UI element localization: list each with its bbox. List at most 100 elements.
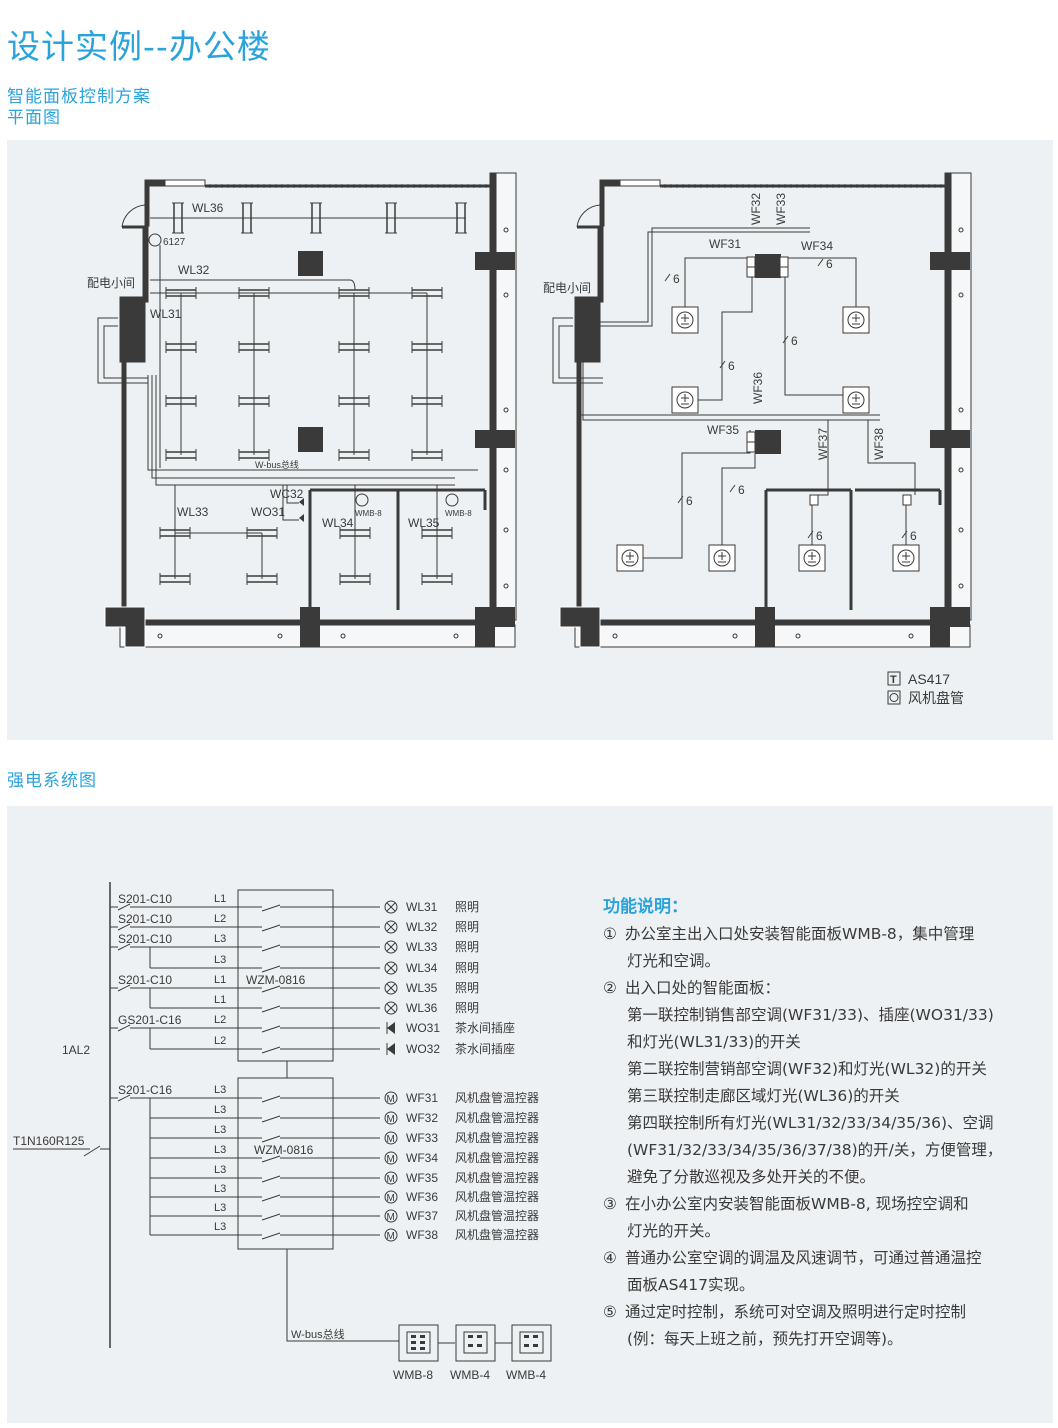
function-text: 第三联控制走廊区域灯光(WL36)的开关 [627, 1087, 900, 1105]
panel-label: WMB-4 [450, 1368, 490, 1382]
lamp-icon [386, 922, 396, 932]
function-text: 和灯光(WL31/33)的开关 [627, 1033, 801, 1051]
circuit-desc: 照明 [455, 961, 479, 975]
circuit-id: WL36 [406, 1001, 438, 1015]
relay-contact-icon [261, 965, 281, 973]
wire-count-tick [719, 360, 726, 369]
panel-key [533, 1335, 538, 1338]
module-1-label: WZM-0816 [246, 973, 306, 987]
item-number: ① [603, 925, 617, 943]
phase-label: L1 [214, 893, 226, 905]
circuit-id: WF38 [406, 1228, 438, 1242]
circuit-desc: 风机盘管温控器 [455, 1227, 539, 1242]
lamp-icon [384, 900, 398, 914]
column [930, 430, 970, 448]
relay-contact-icon [261, 1213, 281, 1221]
panel-key [533, 1344, 538, 1347]
function-text: 出入口处的智能面板： [625, 979, 781, 997]
panel-key [411, 1335, 416, 1338]
function-text: 第四联控制所有灯光(WL31/32/33/34/35/36)、空调 [627, 1114, 994, 1132]
socket-icon [299, 498, 304, 522]
door-swing [576, 204, 601, 228]
wmb-8-panel-icon [355, 493, 369, 507]
structural-column [298, 427, 323, 452]
wire-count-label: 6 [910, 529, 917, 543]
breaker-label: S201-C16 [118, 1083, 172, 1097]
breaker-label: S201-C10 [118, 892, 172, 906]
column-marker [503, 527, 509, 533]
breaker-icon [117, 1094, 131, 1102]
wbus-line [600, 227, 810, 327]
circuit-id: WO31 [406, 1021, 440, 1035]
wire [684, 257, 750, 307]
wire-count-tick [901, 530, 908, 539]
wire [643, 430, 751, 559]
column-marker [503, 227, 509, 233]
column-marker [958, 407, 964, 413]
function-line: 灯光和空调。 [603, 948, 1043, 975]
feeder-breaker-label: T1N160R125 [13, 1134, 85, 1148]
phase-label: L3 [214, 1221, 226, 1233]
plan2-label: WF32 [749, 193, 763, 225]
function-text: 面板AS417实现。 [627, 1276, 755, 1294]
lamp-icon [384, 981, 398, 995]
circuit-desc: 风机盘管温控器 [455, 1090, 539, 1105]
fan-coil-legend-icon [889, 693, 899, 702]
wbus-label: W-bus总线 [291, 1327, 345, 1341]
thermostat-t-icon [746, 256, 756, 268]
wire [698, 266, 753, 401]
wire [784, 257, 857, 307]
phase-label: L3 [214, 933, 226, 945]
motor-icon [384, 1171, 398, 1185]
column-marker [503, 407, 509, 413]
plan1-label: WO31 [251, 505, 285, 519]
lamp-icon [384, 940, 398, 954]
function-text: (例：每天上班之前，预先打开空调等)。 [627, 1330, 903, 1348]
function-line: 第一联控制销售部空调(WF31/33)、插座(WO31/33) [603, 1002, 1043, 1029]
column [930, 252, 970, 270]
function-line: 第二联控制营销部空调(WF32)和灯光(WL32)的开关 [603, 1056, 1043, 1083]
plan2-label: WF37 [816, 428, 830, 460]
wire-count-tick [729, 484, 736, 493]
electrical-room-label: 配电小间 [543, 281, 591, 295]
column-marker [732, 633, 738, 639]
plan1-label: WC32 [270, 487, 304, 501]
circuit-desc: 风机盘管温控器 [455, 1170, 539, 1185]
column-marker [503, 583, 509, 589]
plan1-label: WL36 [192, 201, 224, 215]
fan-coil-icon [621, 549, 639, 567]
phase-label: L1 [214, 974, 226, 986]
function-text: 普通办公室空调的调温及风速调节，可通过普通温控 [625, 1249, 982, 1267]
lamp-icon [386, 1003, 396, 1013]
phase-label: L3 [214, 1164, 226, 1176]
plan2-label: WF38 [872, 428, 886, 460]
relay-contact-icon [261, 1025, 281, 1033]
circuit-id: WO32 [406, 1042, 440, 1056]
motor-icon-label: M [387, 1193, 395, 1204]
phase-label: L3 [214, 1084, 226, 1096]
wire-wl32 [150, 279, 356, 291]
fan-coil-icon [676, 311, 694, 329]
plan1-label: W-bus总线 [255, 459, 299, 470]
breaker-icon [117, 923, 131, 931]
circuit-desc: 风机盘管温控器 [455, 1189, 539, 1204]
relay-contact-icon [261, 1155, 281, 1163]
circuit-desc: 照明 [455, 920, 479, 934]
item-number: ⑤ [603, 1303, 617, 1321]
left-wall [121, 361, 127, 611]
plan2-label: WF36 [751, 372, 765, 404]
thermostat-t-icon [809, 494, 819, 506]
circuit-desc: 风机盘管温控器 [455, 1110, 539, 1125]
socket-icon [387, 1022, 395, 1034]
phase-label: L1 [214, 994, 226, 1006]
panel-6127-icon [148, 233, 162, 247]
column-marker [958, 527, 964, 533]
motor-icon [384, 1111, 398, 1125]
circuit-desc: 风机盘管温控器 [455, 1150, 539, 1165]
phase-label: L2 [214, 1035, 226, 1047]
column-marker [795, 633, 801, 639]
